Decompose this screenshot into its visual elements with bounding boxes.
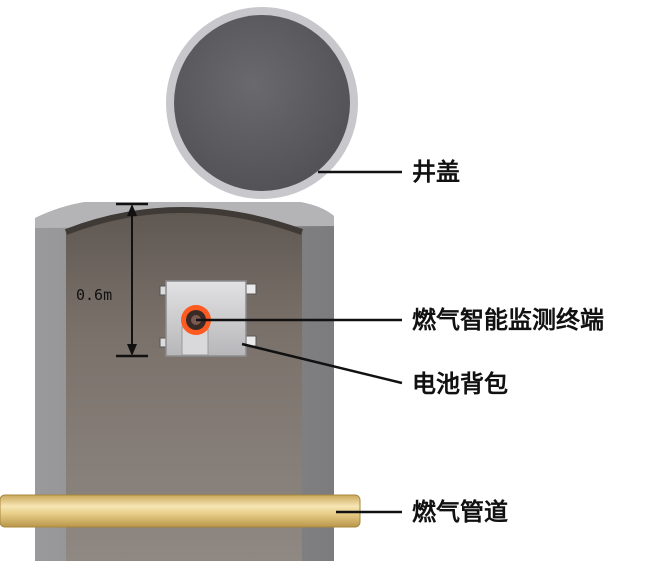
leader-battery-pack bbox=[241, 342, 403, 385]
manhole-cover bbox=[166, 7, 358, 199]
well-interior-rim bbox=[64, 207, 304, 235]
battery-pack-label: 电池背包 bbox=[412, 370, 508, 398]
gas-pipe-label: 燃气管道 bbox=[412, 498, 508, 526]
manhole-cover-label: 井盖 bbox=[412, 158, 460, 186]
monitor-terminal-label: 燃气智能监测终端 bbox=[412, 306, 604, 334]
gas-pipe bbox=[0, 494, 361, 528]
depth-dimension bbox=[116, 202, 148, 358]
depth-label: 0.6m bbox=[76, 286, 113, 304]
gas-monitor-terminal bbox=[159, 280, 257, 357]
leader-lines bbox=[196, 170, 403, 514]
